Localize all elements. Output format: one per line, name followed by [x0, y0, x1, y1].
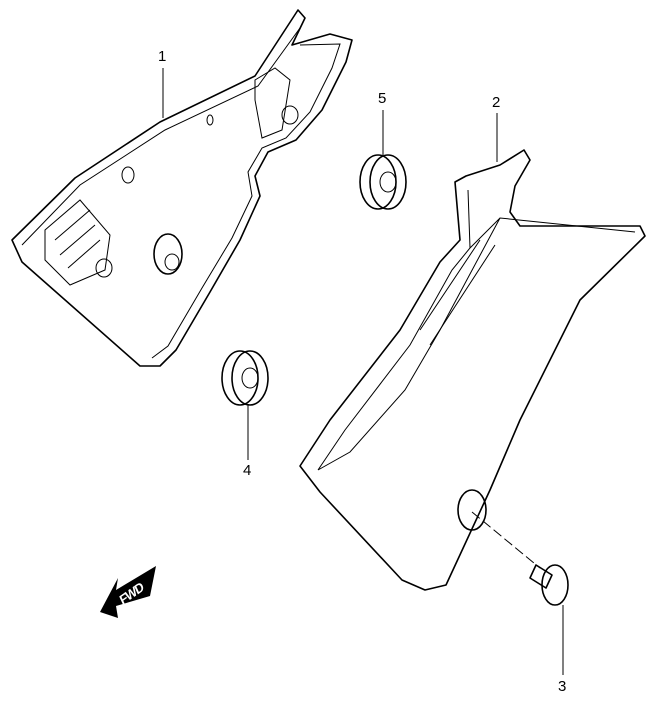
part-4-grommet	[221, 350, 269, 406]
fwd-arrow-icon	[100, 566, 156, 618]
callout-2: 2	[492, 94, 501, 111]
callout-4: 4	[243, 462, 252, 479]
callout-1: 1	[158, 48, 167, 65]
part-3-bolt	[471, 511, 569, 606]
part-5-grommet	[359, 154, 407, 210]
callout-5: 5	[378, 90, 387, 107]
callout-3: 3	[558, 678, 567, 695]
part-2-side-cover	[299, 149, 646, 591]
part-1-side-cover	[11, 9, 353, 367]
leader-lines	[162, 68, 564, 675]
